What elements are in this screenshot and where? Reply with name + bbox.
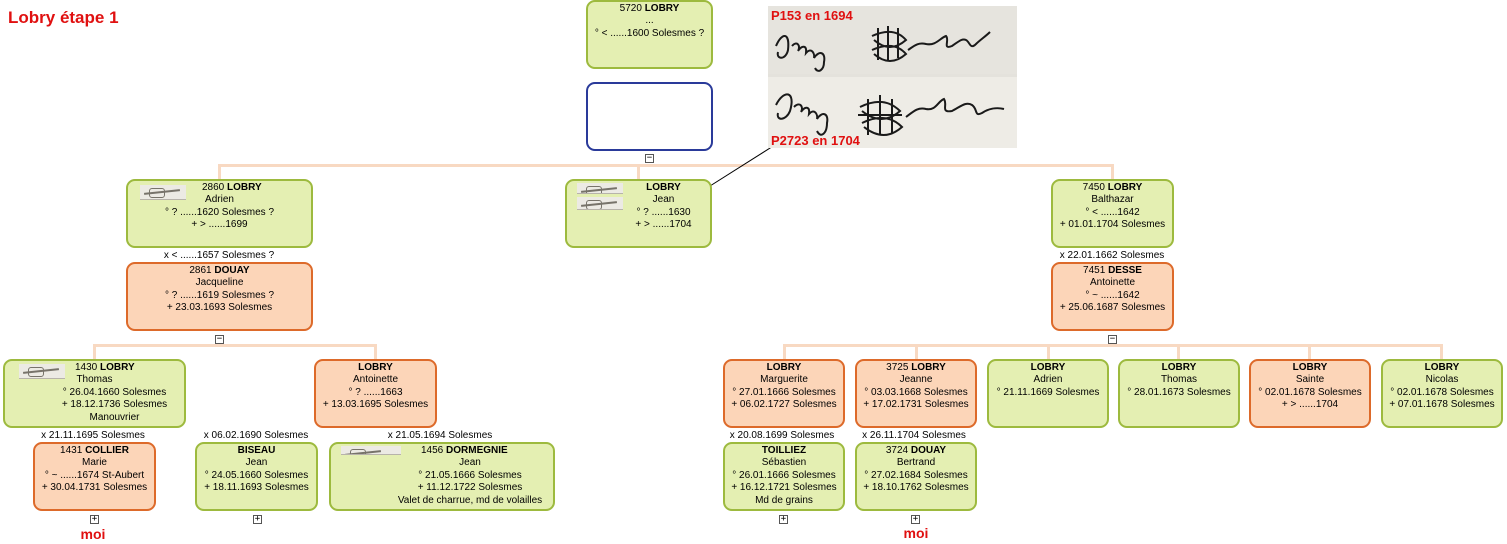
connector-line <box>93 344 96 361</box>
person-box-toilliez[interactable]: TOILLIEZ Sébastien ° 26.01.1666 Solesmes… <box>723 442 845 511</box>
connector-line <box>1111 164 1114 181</box>
connector-line <box>783 344 1443 347</box>
connector-line <box>374 344 377 361</box>
signature-thumbnail <box>140 185 186 200</box>
expand-toggle[interactable]: + <box>253 514 262 524</box>
person-box-2861[interactable]: 2861 DOUAY Jacqueline ° ? ......1619 Sol… <box>126 262 313 331</box>
marriage-label: x < ......1657 Solesmes ? <box>163 250 275 261</box>
signature-label-bottom: P2723 en 1704 <box>771 133 860 148</box>
expand-toggle[interactable]: + <box>911 514 920 524</box>
signature-thumbnail <box>577 197 623 210</box>
collapse-toggle[interactable]: − <box>1108 334 1117 344</box>
connector-line <box>218 164 1114 167</box>
connector-line <box>1177 344 1180 361</box>
signature-drawing-bottom <box>775 93 1005 136</box>
person-box-3725[interactable]: 3725 LOBRY Jeanne ° 03.03.1668 Solesmes … <box>855 359 977 428</box>
marriage-label: x 21.11.1695 Solesmes <box>41 430 145 441</box>
person-box-2860[interactable]: 2860 LOBRY Adrien ° ? ......1620 Solesme… <box>126 179 313 248</box>
page-title: Lobry étape 1 <box>8 8 119 27</box>
connector-line <box>783 344 786 361</box>
marriage-label: x 21.05.1694 Solesmes <box>387 430 493 441</box>
empty-person-box[interactable] <box>586 82 713 151</box>
person-box-marguerite[interactable]: LOBRY Marguerite ° 27.01.1666 Solesmes +… <box>723 359 845 428</box>
connector-line <box>637 164 640 181</box>
marriage-label: x 06.02.1690 Solesmes <box>203 430 309 441</box>
pointer-line <box>709 142 779 187</box>
collapse-toggle[interactable]: − <box>645 153 654 163</box>
person-box-sainte[interactable]: LOBRY Sainte ° 02.01.1678 Solesmes + > .… <box>1249 359 1371 428</box>
expand-toggle[interactable]: + <box>90 514 99 524</box>
person-box-adrien[interactable]: LOBRY Adrien ° 21.11.1669 Solesmes <box>987 359 1109 428</box>
connector-line <box>915 344 918 361</box>
signature-thumbnail <box>341 446 401 455</box>
signature-thumbnail <box>19 364 65 379</box>
moi-label: moi <box>80 526 106 542</box>
person-box-5720[interactable]: 5720 LOBRY ... ° < ......1600 Solesmes ? <box>586 0 713 69</box>
person-box-7451[interactable]: 7451 DESSE Antoinette ° ~ ......1642 + 2… <box>1051 262 1174 331</box>
connector-line <box>1308 344 1311 361</box>
marriage-label: x 22.01.1662 Solesmes <box>1059 250 1165 261</box>
signatures-image: P153 en 1694 P2723 en 1704 <box>768 6 1017 148</box>
person-box-1430[interactable]: 1430 LOBRY Thomas ° 26.04.1660 Solesmes … <box>3 359 186 428</box>
person-box-biseau[interactable]: BISEAU Jean ° 24.05.1660 Solesmes + 18.1… <box>195 442 318 511</box>
person-box-3724[interactable]: 3724 DOUAY Bertrand ° 27.02.1684 Solesme… <box>855 442 977 511</box>
person-box-antoinette[interactable]: LOBRY Antoinette ° ? ......1663 + 13.03.… <box>314 359 437 428</box>
marriage-label: x 20.08.1699 Solesmes <box>729 430 835 441</box>
moi-label: moi <box>903 525 929 541</box>
person-box-jean[interactable]: LOBRY Jean ° ? ......1630 + > ......1704 <box>565 179 712 248</box>
person-box-1456[interactable]: 1456 DORMEGNIE Jean ° 21.05.1666 Solesme… <box>329 442 555 511</box>
expand-toggle[interactable]: + <box>779 514 788 524</box>
signature-thumbnail <box>577 183 623 194</box>
connector-line <box>93 344 377 347</box>
person-box-nicolas[interactable]: LOBRY Nicolas ° 02.01.1678 Solesmes + 07… <box>1381 359 1503 428</box>
marriage-label: x 26.11.1704 Solesmes <box>862 430 966 441</box>
person-box-7450[interactable]: 7450 LOBRY Balthazar ° < ......1642 + 01… <box>1051 179 1174 248</box>
connector-line <box>1440 344 1443 361</box>
signature-label-top: P153 en 1694 <box>771 8 853 23</box>
person-box-1431[interactable]: 1431 COLLIER Marie ° ~ ......1674 St-Aub… <box>33 442 156 511</box>
connector-line <box>1047 344 1050 361</box>
connector-line <box>218 164 221 181</box>
collapse-toggle[interactable]: − <box>215 334 224 344</box>
signature-top <box>768 6 1017 74</box>
signature-drawing-top <box>775 26 991 72</box>
person-box-thomas[interactable]: LOBRY Thomas ° 28.01.1673 Solesmes <box>1118 359 1240 428</box>
